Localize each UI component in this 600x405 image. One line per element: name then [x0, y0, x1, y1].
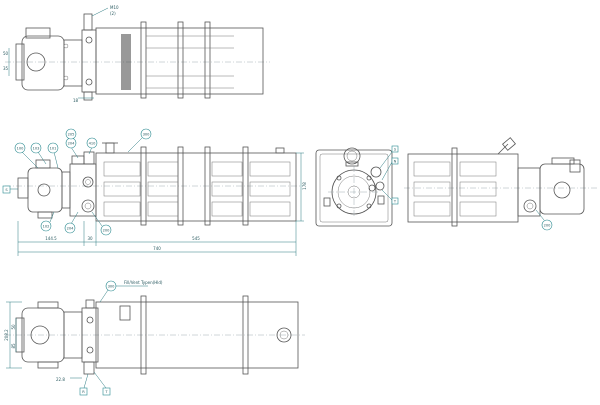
end-tag-n: N [394, 160, 397, 164]
dim-front-height: 178 [302, 182, 307, 190]
balloon-200: 200 [103, 228, 111, 232]
end-tag-t: T [393, 200, 397, 204]
bottom-tag-r: R [82, 390, 85, 394]
dim-bottom-inner-2: 85 [11, 343, 16, 349]
top-view: M10 (2) 50 35 18 [3, 5, 270, 103]
bottom-tag-t: T [104, 390, 108, 394]
dim-bottom-inner-1: 50 [11, 324, 16, 330]
thread-label-count: (2) [110, 11, 116, 16]
dim-top-left: 50 [3, 51, 9, 56]
dim-bottom-small: 22.8 [56, 377, 65, 382]
balloon-205: 205 [68, 132, 75, 136]
fill-vent-note: Fill/Vent Typen(Hld) [124, 280, 163, 285]
balloon-300-bottom: 300 [108, 284, 116, 288]
balloon-300: 300 [143, 132, 151, 136]
dim-front-total: 740 [153, 246, 161, 251]
side-tag-s: S [5, 188, 8, 192]
right-view: 200 [404, 137, 598, 231]
balloon-102: 102 [43, 224, 50, 228]
balloon-204-bottom: 204 [67, 226, 75, 230]
thread-label: M10 [110, 5, 119, 10]
front-view: 100 103 101 204 205 410 300 102 204 200 … [2, 128, 307, 256]
bottom-view: 300 Fill/Vent Typen(Hld) 208.2 50 85 22.… [4, 280, 305, 396]
dim-top-left-2: 35 [3, 66, 9, 71]
balloon-100: 100 [17, 146, 25, 150]
fill-stripes [121, 34, 131, 90]
dim-front-seg-2: 30 [87, 236, 93, 241]
balloon-410: 410 [89, 141, 97, 145]
balloon-101: 101 [50, 146, 57, 150]
balloon-200-right: 200 [544, 223, 552, 227]
dim-top-bottom: 18 [73, 98, 79, 103]
balloon-103: 103 [33, 146, 40, 150]
end-view: S N T [315, 145, 399, 227]
dim-front-seg-1: 144.5 [45, 236, 57, 241]
dim-bottom-height: 208.2 [4, 329, 9, 341]
balloon-204-top: 204 [68, 141, 76, 145]
end-tag-s: S [394, 148, 397, 152]
dim-front-seg-3: 545 [192, 236, 200, 241]
